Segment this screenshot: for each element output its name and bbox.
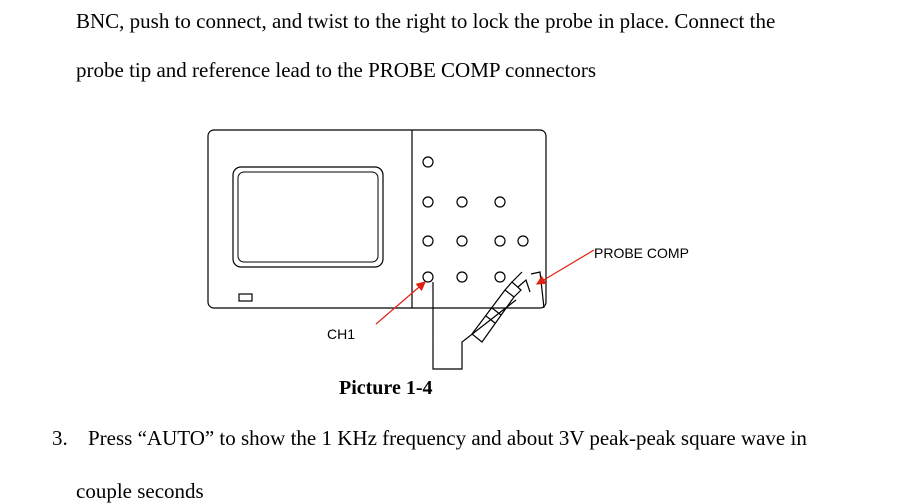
knob: [422, 156, 434, 168]
probe-cable: [432, 282, 517, 370]
knob-group: [422, 156, 529, 283]
probe-comp-connector: [530, 271, 545, 309]
screen-inner: [237, 171, 379, 263]
probe-comp-callout-arrow: [535, 249, 595, 285]
knob: [494, 196, 506, 208]
knob: [456, 196, 468, 208]
oscilloscope-body: [207, 129, 547, 309]
probe-comp-connector: [517, 278, 531, 293]
screen-outer: [232, 166, 384, 268]
knob: [422, 235, 434, 247]
knob: [456, 271, 468, 283]
knob: [494, 235, 506, 247]
knob: [517, 235, 529, 247]
paragraph-line-1: BNC, push to connect, and twist to the r…: [76, 9, 776, 33]
probe-body: [471, 271, 523, 343]
ch1-bnc-connector: [422, 271, 434, 283]
paragraph-line-4: couple seconds: [76, 479, 204, 503]
power-switch: [238, 293, 253, 302]
step-3: 3. Press “AUTO” to show the 1 KHz frequen…: [52, 428, 807, 449]
knob: [456, 235, 468, 247]
probe-comp-label: PROBE COMP: [594, 245, 689, 261]
ch1-label: CH1: [327, 326, 355, 342]
knob: [494, 271, 506, 283]
knob: [422, 196, 434, 208]
step-number: 3.: [52, 426, 68, 450]
step-text: Press “AUTO” to show the 1 KHz frequency…: [88, 426, 807, 450]
oscilloscope-diagram: PROBE COMP CH1: [207, 129, 689, 370]
figure-caption: Picture 1-4: [339, 377, 433, 399]
oscilloscope-figure: PROBE COMP CH1: [200, 122, 710, 374]
ch1-callout-arrow: [375, 281, 426, 325]
paragraph-line-2: probe tip and reference lead to the PROB…: [76, 58, 596, 82]
